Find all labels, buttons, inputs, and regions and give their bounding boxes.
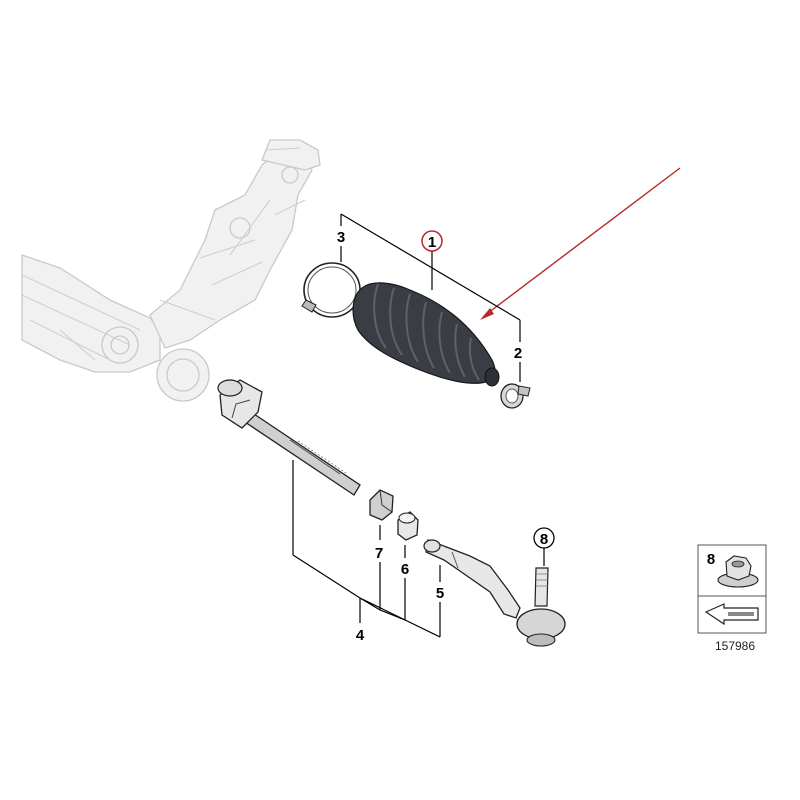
callouts: 1 2 3 4 5 6 7 8 <box>337 229 555 644</box>
steering-rack-ghost <box>21 139 321 402</box>
hose-clamp <box>301 262 361 318</box>
small-clamp <box>500 383 531 409</box>
callout-8-circle <box>533 527 555 549</box>
callout-1: 1 <box>428 234 436 251</box>
bellows-boot <box>352 282 500 387</box>
callout-4: 4 <box>356 627 365 644</box>
legend-box: 8 <box>697 544 767 634</box>
sleeve <box>397 511 419 541</box>
nut <box>369 489 394 521</box>
flange-nut-icon <box>717 555 759 588</box>
callout-1-highlight-circle <box>421 230 443 252</box>
callout-7: 7 <box>375 545 383 562</box>
reference-number: 157986 <box>715 639 755 653</box>
leader-lines <box>292 213 545 638</box>
inner-tie-rod <box>217 379 361 496</box>
callout-8: 8 <box>540 531 548 548</box>
legend-item-number: 8 <box>707 551 715 568</box>
callout-3: 3 <box>337 229 345 246</box>
arrow-icon <box>704 603 759 626</box>
callout-6: 6 <box>401 561 409 578</box>
callout-5: 5 <box>436 585 444 602</box>
callout-2: 2 <box>514 345 522 362</box>
highlight-arrow <box>480 167 681 320</box>
outer-tie-rod-end <box>423 539 566 647</box>
